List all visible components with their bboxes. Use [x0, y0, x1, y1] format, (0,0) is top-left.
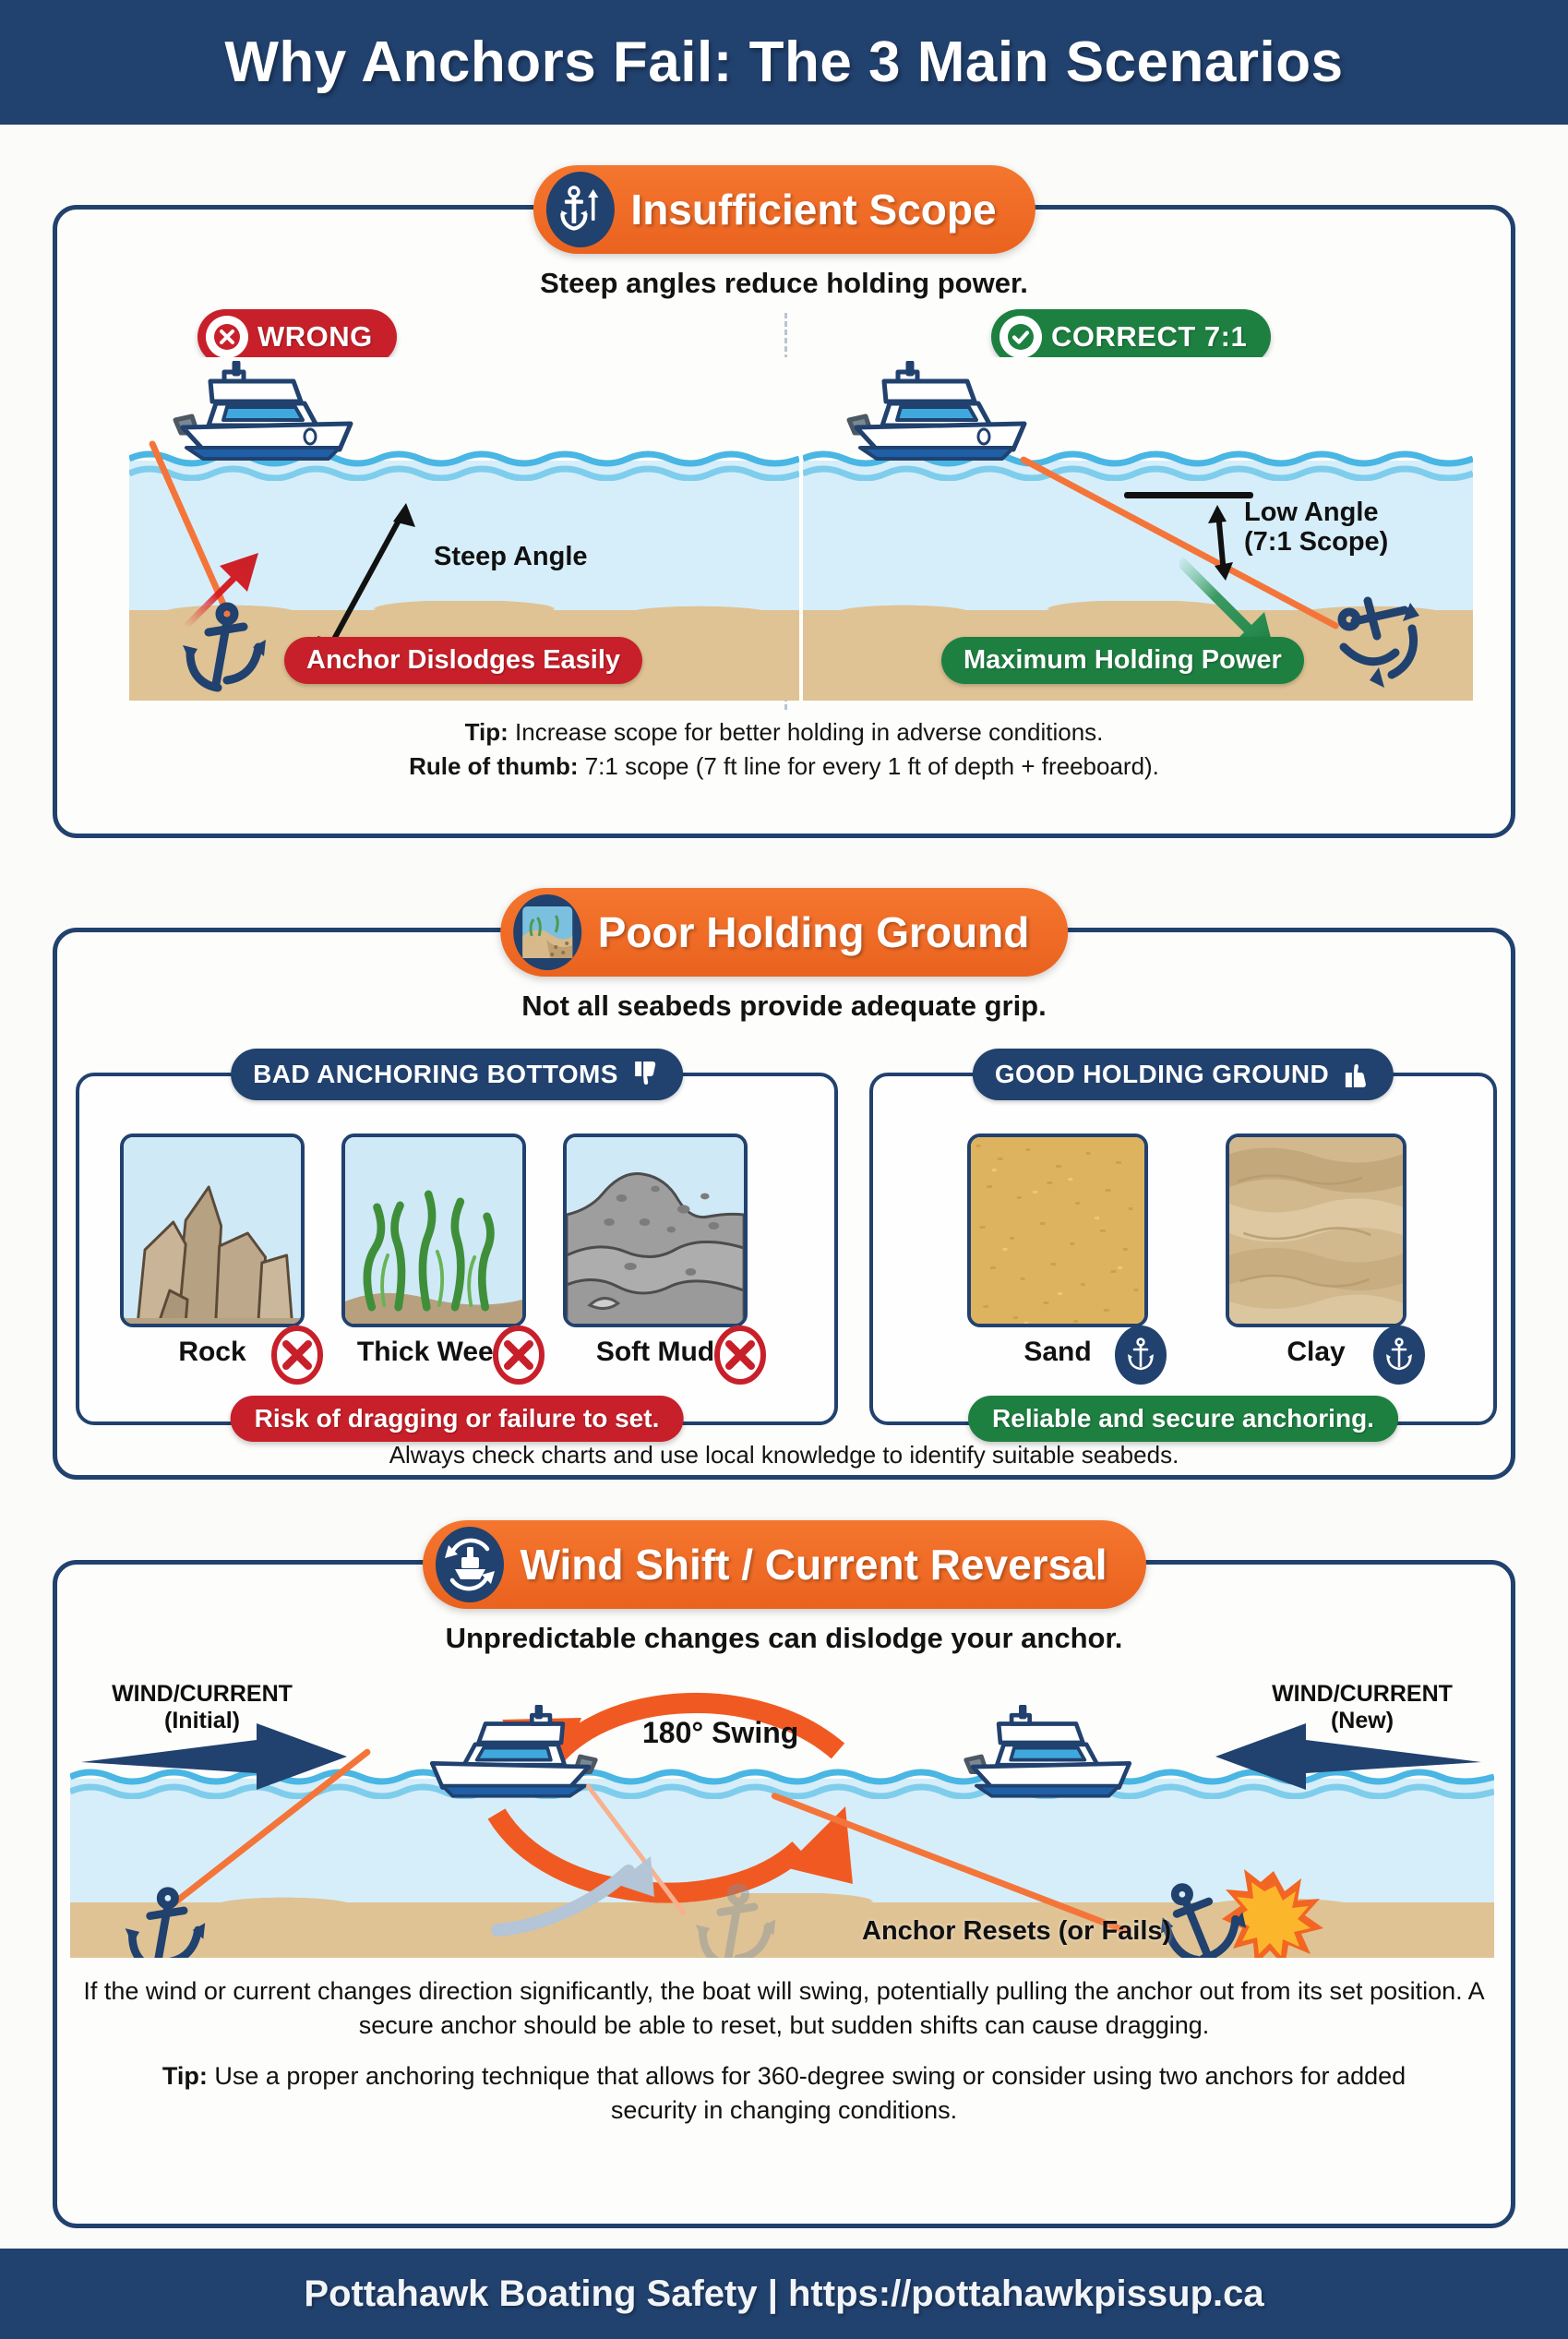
thumbs-up-icon	[1340, 1059, 1371, 1090]
swatch-rock: Rock	[120, 1134, 323, 1385]
tip-lead: Tip:	[464, 718, 509, 746]
thumbs-down-icon	[629, 1059, 661, 1090]
section-insufficient-scope: Insufficient Scope Steep angles reduce h…	[53, 165, 1515, 838]
horizontal-reference-line	[1124, 492, 1253, 498]
anchor-icon-ghost	[690, 1880, 779, 1958]
section3-header-pill: Wind Shift / Current Reversal	[422, 1520, 1146, 1609]
swatch-mud-label: Soft Mud	[595, 1337, 715, 1367]
wind-new-label: WIND/CURRENT (New)	[1247, 1681, 1478, 1733]
good-ground-banner: Reliable and secure anchoring.	[968, 1396, 1398, 1442]
boat-rotate-icon	[435, 1527, 504, 1602]
bad-bottoms-heading: BAD ANCHORING BOTTOMS	[231, 1049, 683, 1100]
section-wind-shift: Wind Shift / Current Reversal Unpredicta…	[53, 1520, 1515, 2228]
section2-title: Poor Holding Ground	[597, 908, 1030, 956]
set-force-arrow	[1179, 553, 1318, 664]
wind-arrow-new	[1215, 1721, 1483, 1792]
anchor-dislodges-tag: Anchor Dislodges Easily	[284, 637, 643, 684]
section1-header-pill: Insufficient Scope	[533, 165, 1035, 254]
seabed-icon	[512, 894, 581, 970]
swatch-sand-label: Sand	[1023, 1337, 1092, 1367]
x-circle-icon	[206, 316, 248, 358]
swatch-weed-label: Thick Weed	[356, 1337, 511, 1367]
max-holding-tag: Maximum Holding Power	[941, 637, 1304, 684]
swatch-clay-label: Clay	[1287, 1337, 1346, 1367]
wind-arrow-initial	[81, 1721, 349, 1792]
correct-badge: CORRECT 7:1	[991, 309, 1272, 365]
footer-text: Pottahawk Boating Safety | https://potta…	[304, 2273, 1264, 2314]
section1-notes: Tip: Increase scope for better holding i…	[57, 715, 1511, 784]
section3-tip-lead: Tip:	[162, 2062, 208, 2090]
x-mark-icon	[714, 1325, 766, 1385]
steep-angle-label: Steep Angle	[434, 542, 588, 571]
boat-after-swing	[947, 1705, 1205, 1806]
wrong-badge-label: WRONG	[257, 320, 373, 353]
dislodge-arrow	[174, 533, 275, 634]
x-mark-icon	[493, 1325, 545, 1385]
correct-badge-label: CORRECT 7:1	[1051, 320, 1248, 353]
boat-initial	[356, 1705, 615, 1806]
low-angle-label-line1: Low Angle	[1244, 498, 1379, 527]
swatch-weed: Thick Weed	[341, 1134, 545, 1385]
anchor-icon-wrong	[179, 599, 268, 695]
swatch-sand: Sand	[967, 1134, 1167, 1385]
anchor-icon-correct	[1327, 595, 1429, 697]
bad-bottoms-banner: Risk of dragging or failure to set.	[230, 1396, 684, 1442]
header-bar: Why Anchors Fail: The 3 Main Scenarios	[0, 0, 1568, 125]
boat-wrong	[155, 361, 432, 470]
anchor-icon-reset	[1159, 1878, 1248, 1958]
page-title: Why Anchors Fail: The 3 Main Scenarios	[224, 30, 1344, 94]
section3-paragraph: If the wind or current changes direction…	[83, 1977, 1485, 2040]
anchor-icon-initial	[120, 1884, 209, 1958]
section3-tip-body: Use a proper anchoring technique that al…	[207, 2062, 1406, 2125]
tip-body: Increase scope for better holding in adv…	[508, 718, 1104, 746]
bad-bottoms-panel: BAD ANCHORING BOTTOMS	[76, 1049, 838, 1442]
section3-tip: Tip: Use a proper anchoring technique th…	[57, 2059, 1511, 2129]
anchor-scope-icon	[545, 172, 615, 247]
good-ground-heading-label: GOOD HOLDING GROUND	[994, 1060, 1330, 1088]
anchor-fail-burst-icon	[1222, 1864, 1333, 1958]
wrong-badge: WRONG	[197, 309, 397, 365]
drag-path-arrow	[490, 1851, 684, 1943]
correct-scene: Low Angle (7:1 Scope)	[803, 357, 1473, 701]
swatch-rock-label: Rock	[178, 1337, 246, 1367]
wind-initial-line2: (Initial)	[164, 1707, 240, 1733]
footer-bar: Pottahawk Boating Safety | https://potta…	[0, 2249, 1568, 2339]
swatch-clay: Clay	[1226, 1134, 1425, 1385]
x-mark-icon	[271, 1325, 323, 1385]
good-ground-heading: GOOD HOLDING GROUND	[972, 1049, 1394, 1100]
wind-initial-line1: WIND/CURRENT	[112, 1681, 293, 1707]
wind-initial-label: WIND/CURRENT (Initial)	[87, 1681, 317, 1733]
anchor-mark-icon	[1115, 1325, 1167, 1385]
section3-subtitle: Unpredictable changes can dislodge your …	[445, 1622, 1123, 1654]
rule-line: Rule of thumb: 7:1 scope (7 ft line for …	[57, 750, 1511, 784]
wind-shift-scene: WIND/CURRENT (Initial) WIND/CURRENT (New…	[70, 1673, 1494, 1958]
section1-subtitle: Steep angles reduce holding power.	[540, 267, 1028, 299]
anchor-mark-icon	[1373, 1325, 1425, 1385]
rule-lead: Rule of thumb:	[409, 751, 579, 780]
boat-correct	[829, 361, 1106, 470]
rule-body: 7:1 scope (7 ft line for every 1 ft of d…	[578, 751, 1159, 780]
low-angle-label-line2: (7:1 Scope)	[1244, 527, 1389, 558]
wind-new-line2: (New)	[1330, 1707, 1394, 1733]
tip-line: Tip: Increase scope for better holding i…	[57, 715, 1511, 750]
section3-title: Wind Shift / Current Reversal	[520, 1541, 1107, 1589]
section2-subtitle: Not all seabeds provide adequate grip.	[521, 990, 1047, 1022]
section2-header-pill: Poor Holding Ground	[499, 888, 1069, 977]
good-ground-panel: GOOD HOLDING GROUND	[869, 1049, 1497, 1442]
section2-footnote: Always check charts and use local knowle…	[389, 1441, 1179, 1469]
bad-bottoms-heading-label: BAD ANCHORING BOTTOMS	[253, 1060, 618, 1088]
swing-label: 180° Swing	[642, 1716, 799, 1749]
section-poor-holding-ground: Poor Holding Ground Not all seabeds prov…	[53, 888, 1515, 1480]
low-angle-arrow	[1203, 503, 1237, 582]
check-circle-icon	[999, 316, 1042, 358]
swatch-mud: Soft Mud	[563, 1134, 766, 1385]
wrong-scene: Steep Angle Anchor Dislodges Easily	[129, 357, 799, 701]
section1-title: Insufficient Scope	[630, 186, 997, 234]
anchor-resets-note: Anchor Resets (or Fails)	[862, 1916, 1172, 1946]
wind-new-line1: WIND/CURRENT	[1272, 1681, 1453, 1707]
